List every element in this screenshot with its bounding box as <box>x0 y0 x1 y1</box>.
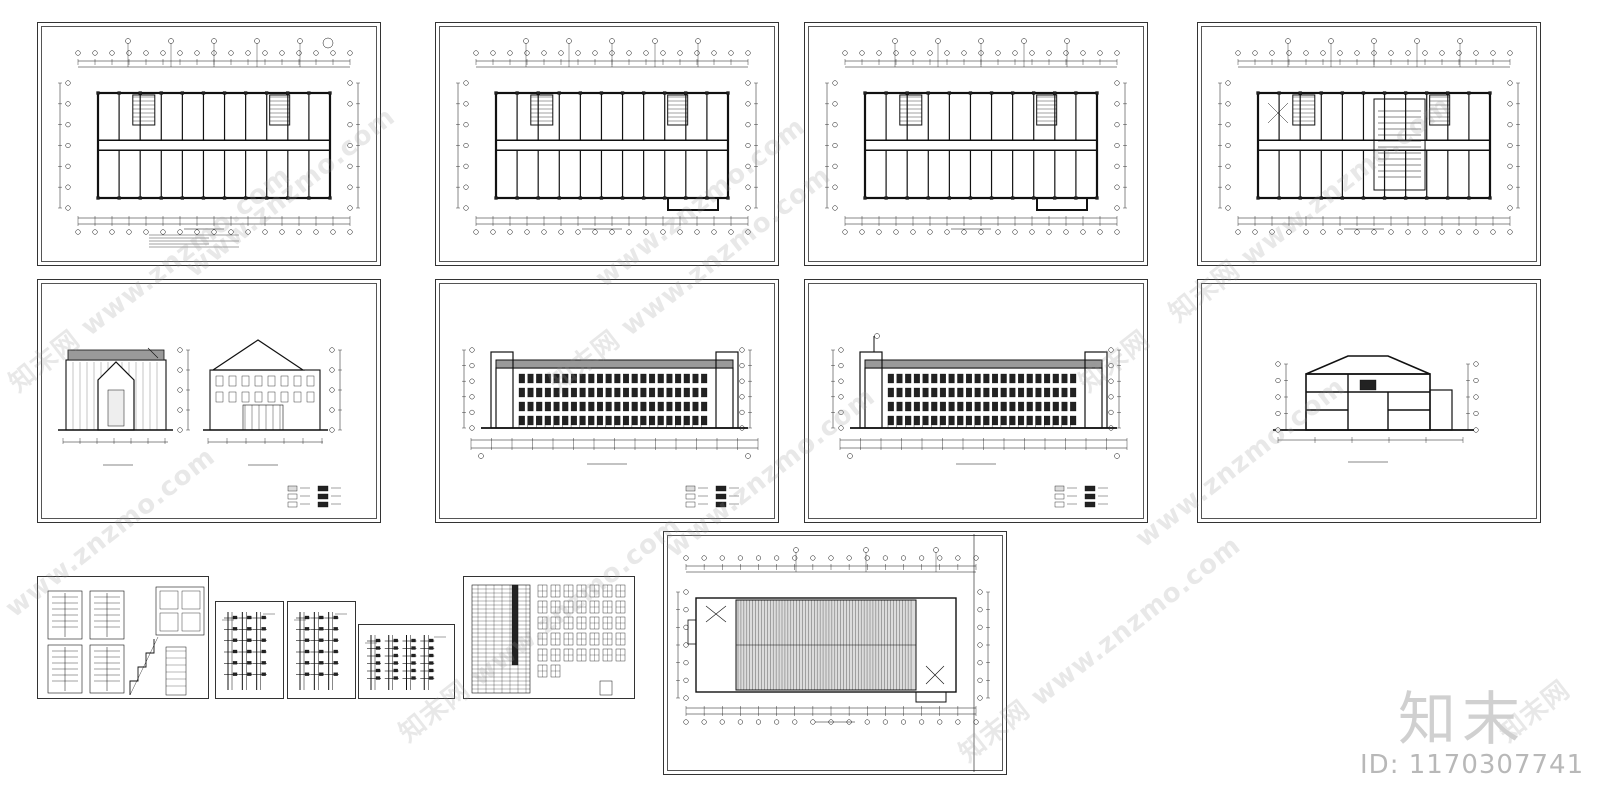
wall-detail-drawing <box>365 635 446 690</box>
elevation-side-drawing <box>58 339 342 508</box>
sheet-elevation-side[interactable] <box>37 279 381 523</box>
sheet-frame <box>41 283 377 519</box>
sheet-section[interactable] <box>1197 279 1541 523</box>
sheet-frame <box>1201 283 1537 519</box>
sheet-detail-wall-2[interactable] <box>287 601 356 699</box>
sheet-roof-plan[interactable] <box>663 531 1007 775</box>
sheet-door-window-schedule[interactable] <box>463 576 635 699</box>
plan-drawing <box>58 37 360 248</box>
wall-detail-drawing <box>222 612 275 690</box>
elevation-drawing <box>462 347 759 508</box>
plan-drawing <box>1218 38 1520 235</box>
sheet-frame <box>808 26 1144 262</box>
sheet-plan-1[interactable] <box>37 22 381 266</box>
sheet-detail-wall-1[interactable] <box>215 601 284 699</box>
plan-drawing <box>825 38 1127 235</box>
sheet-frame <box>1201 26 1537 262</box>
sheet-frame <box>667 535 1003 771</box>
elevation-drawing <box>831 333 1128 508</box>
sheet-detail-wall-3[interactable] <box>358 624 455 699</box>
schedule-drawing <box>471 584 626 696</box>
sheet-frame <box>439 26 775 262</box>
sheet-plan-2[interactable] <box>435 22 779 266</box>
brand-logo: 知末 <box>1398 685 1527 753</box>
roof-plan-drawing <box>676 534 990 772</box>
detail-stairs-drawing <box>47 586 205 696</box>
sheet-frame <box>41 26 377 262</box>
sheet-plan-4[interactable] <box>1197 22 1541 266</box>
sheet-plan-3[interactable] <box>804 22 1148 266</box>
sheet-frame <box>439 283 775 519</box>
image-id-label: ID: 1170307741 <box>1360 750 1585 780</box>
sheet-detail-stairs[interactable] <box>37 576 209 699</box>
section-drawing <box>1273 355 1479 463</box>
sheet-elevation-front[interactable] <box>435 279 779 523</box>
sheet-frame <box>808 283 1144 519</box>
wall-detail-drawing <box>294 612 347 690</box>
plan-drawing <box>456 38 758 235</box>
sheet-elevation-rear[interactable] <box>804 279 1148 523</box>
